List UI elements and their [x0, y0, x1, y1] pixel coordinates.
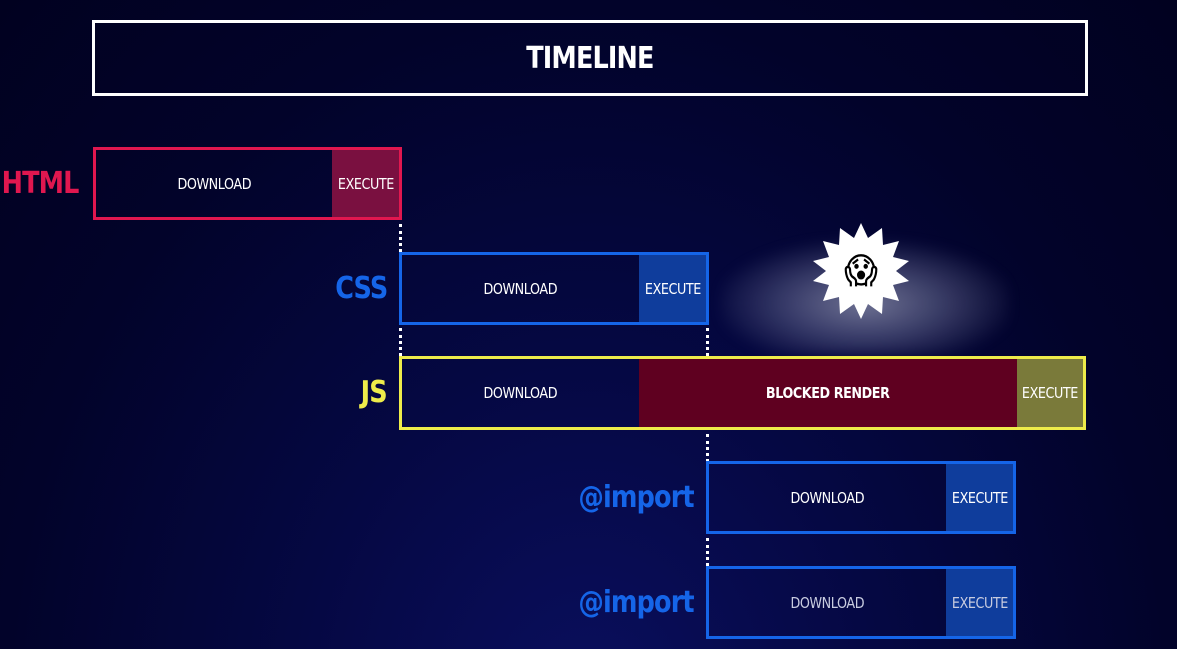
css-js-connector-right — [706, 328, 709, 356]
shocked-face-icon: 😱 — [813, 223, 909, 319]
html-execute-segment: EXECUTE — [332, 150, 399, 217]
js-bar: DOWNLOAD BLOCKED RENDER EXECUTE — [399, 356, 1086, 430]
html-bar: DOWNLOAD EXECUTE — [93, 147, 402, 220]
js-execute-segment: EXECUTE — [1017, 359, 1083, 427]
import-2-execute-segment: EXECUTE — [946, 569, 1013, 636]
js-blocked-render-segment: BLOCKED RENDER — [638, 359, 1018, 427]
import-import-connector — [706, 538, 709, 566]
css-js-connector-left — [399, 328, 402, 356]
svg-text:😱: 😱 — [844, 251, 878, 292]
import-1-execute-segment: EXECUTE — [946, 464, 1013, 531]
row-label-import-1: @import — [578, 480, 695, 515]
row-label-import-2: @import — [578, 585, 695, 620]
import-2-bar: DOWNLOAD EXECUTE — [706, 566, 1016, 639]
css-download-segment: DOWNLOAD — [483, 279, 558, 298]
js-download-segment: DOWNLOAD — [483, 384, 558, 402]
import-1-bar: DOWNLOAD EXECUTE — [706, 461, 1016, 534]
js-import-connector — [706, 434, 709, 462]
row-label-js: JS — [360, 375, 388, 410]
css-bar: DOWNLOAD EXECUTE — [399, 252, 709, 325]
html-download-segment: DOWNLOAD — [177, 174, 251, 193]
row-label-css: CSS — [334, 271, 388, 306]
import-1-download-segment: DOWNLOAD — [790, 488, 865, 507]
timeline-title: TIMELINE — [92, 20, 1088, 96]
row-label-html: HTML — [2, 166, 80, 201]
timeline-title-text: TIMELINE — [526, 40, 654, 76]
html-css-connector — [399, 224, 402, 252]
css-execute-segment: EXECUTE — [639, 255, 706, 322]
import-2-download-segment: DOWNLOAD — [790, 593, 865, 612]
